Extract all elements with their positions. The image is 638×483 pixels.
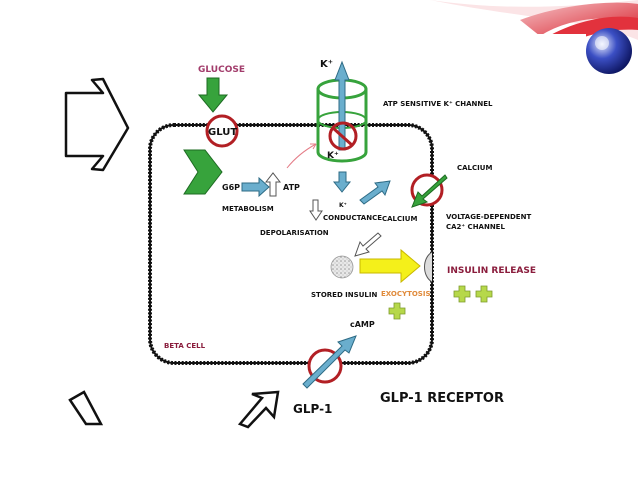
glut-label: GLUT (208, 127, 237, 138)
calcium-outside-label: CALCIUM (457, 164, 492, 172)
outline-arrow-glp1-icon (237, 390, 280, 429)
calcium-to-insulin-arrow-icon (354, 232, 382, 257)
conductance-label: CONDUCTANCE (323, 214, 382, 222)
atp-up-arrow-icon (264, 172, 282, 197)
g6p-label: G6P (222, 183, 240, 192)
calcium-inside-label: CALCIUM (382, 215, 417, 223)
outline-arrow-left-icon (64, 77, 130, 172)
glut-transporter: GLUT (205, 114, 239, 148)
membrane-fusion-pore (424, 251, 433, 283)
glucose-label: GLUCOSE (198, 65, 245, 75)
depolarisation-label: DEPOLARISATION (260, 229, 329, 237)
k-plus-conductance-label: K⁺ (339, 202, 347, 209)
atp-label: ATP (283, 183, 300, 192)
plus-icon (475, 285, 493, 303)
k-plus-top-label: K⁺ (320, 59, 333, 70)
stored-insulin-label: STORED INSULIN (311, 291, 377, 299)
vdcc-label-line1: VOLTAGE-DEPENDENT (446, 213, 531, 221)
k-conductance-down-arrow-icon (332, 171, 352, 193)
glp1-label: GLP-1 (293, 402, 332, 416)
voltage-dependent-calcium-channel (410, 173, 448, 208)
vdcc-label-line2: CA2⁺ CHANNEL (446, 223, 505, 231)
insulin-granule-icon (330, 255, 354, 279)
depolarisation-down-arrow-icon (309, 199, 323, 221)
atp-to-channel-curve (286, 143, 317, 169)
k-channel-blocked-icon (328, 121, 358, 151)
glucose-arrow-icon (197, 77, 229, 113)
insulin-release-label: INSULIN RELEASE (447, 266, 536, 276)
glp1-receptor (302, 335, 357, 389)
g6p-to-atp-arrow-icon (241, 176, 270, 198)
orb-decoration (586, 28, 632, 74)
exocytosis-arrow-icon (359, 248, 421, 284)
conductance-to-calcium-arrow-icon (359, 180, 391, 205)
atp-channel-label: ATP SENSITIVE K⁺ CHANNEL (383, 100, 493, 108)
plus-icon (453, 285, 471, 303)
exocytosis-label: EXOCYTOSIS (381, 290, 431, 298)
plus-icons (388, 285, 493, 320)
metabolism-label: METABOLISM (222, 205, 274, 213)
green-chevron-arrow-icon (183, 149, 223, 195)
glp1-receptor-label: GLP-1 RECEPTOR (380, 391, 504, 406)
k-plus-inside-label: K⁺ (327, 151, 339, 161)
camp-label: cAMP (350, 320, 375, 329)
outline-arrow-bottom-left-icon (68, 390, 104, 426)
beta-cell-label: BETA CELL (164, 342, 206, 350)
plus-icon (388, 302, 406, 320)
